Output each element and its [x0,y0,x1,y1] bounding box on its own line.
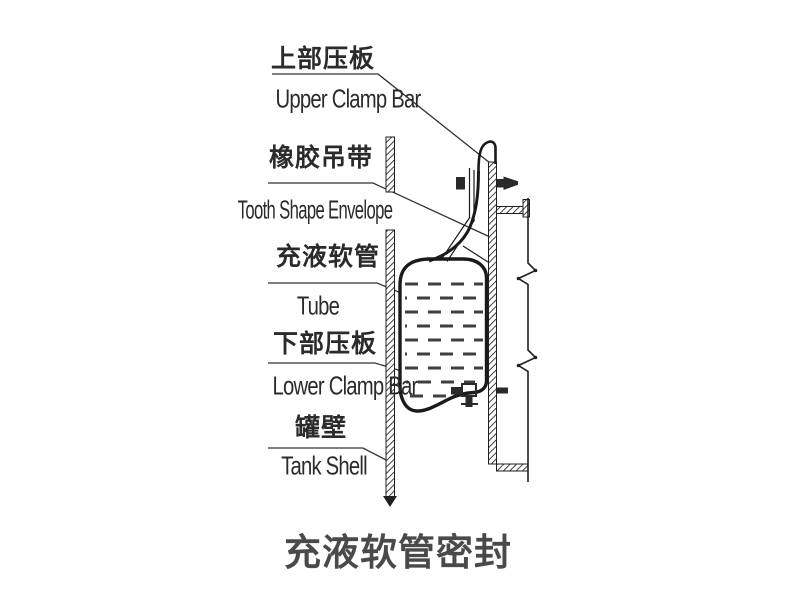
envelope-curve [428,170,480,263]
envelope-and-strap [428,140,497,263]
upper-clamp-bolt [456,176,518,190]
label-upper-clamp-bar-en: Upper Clamp Bar [275,83,422,114]
label-tube-en: Tube [296,290,340,321]
rim-top-flange [496,206,524,214]
label-tooth-shape-envelope-en: Tooth Shape Envelope [237,194,393,225]
label-upper-clamp-bar-zh: 上部压板 [270,45,376,73]
leader-tooth-shape-envelope [268,182,491,238]
tank-shell-wall [383,136,397,507]
roof-rim-break-line [516,198,538,482]
wall-bottom-tip [383,496,397,507]
lower-clamp-bolt [451,383,508,407]
roof-rim-plate [488,161,530,472]
label-lower-clamp-bar-zh: 下部压板 [272,330,378,358]
rim-bottom-flange [496,463,529,472]
liquid-level-dashes [405,282,483,398]
leader-upper-clamp-bar [272,73,491,164]
tube-body [398,257,489,413]
strap-lines [441,168,489,263]
envelope-top-curl [477,140,497,172]
label-tube-zh: 充液软管 [275,243,381,271]
label-tooth-shape-envelope-zh: 橡胶吊带 [268,144,374,172]
leader-tank-shell [268,447,389,462]
label-tank-shell-zh: 罐壁 [294,414,348,442]
diagram-title: 充液软管密封 [284,532,512,573]
label-tank-shell-en: Tank Shell [281,450,368,481]
rim-top-flange-cap [522,199,530,218]
label-lower-clamp-bar-en: Lower Clamp Bar [272,370,419,401]
